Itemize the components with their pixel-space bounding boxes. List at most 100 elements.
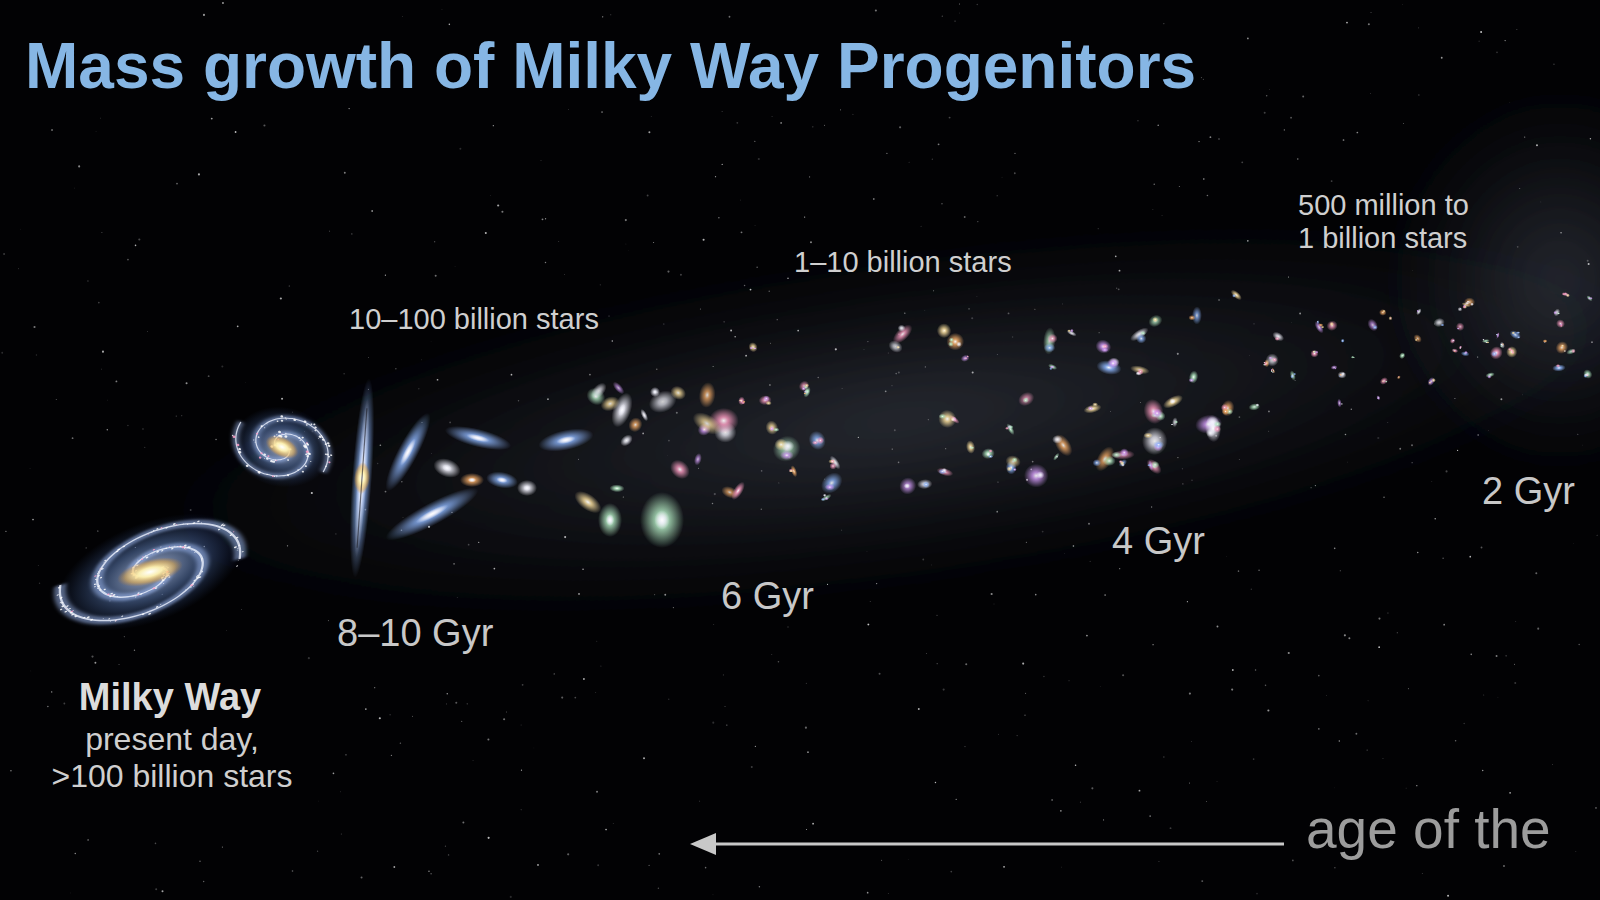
arm-star bbox=[285, 417, 286, 418]
star bbox=[578, 593, 580, 595]
star bbox=[699, 800, 701, 802]
galaxy bbox=[466, 432, 491, 444]
star bbox=[892, 448, 893, 449]
star bbox=[1302, 96, 1304, 98]
galaxy bbox=[943, 329, 947, 333]
star bbox=[608, 316, 609, 317]
arm-star bbox=[58, 586, 61, 588]
star bbox=[434, 241, 435, 242]
star bbox=[365, 708, 367, 710]
star bbox=[190, 509, 192, 511]
arm-star bbox=[254, 442, 255, 443]
star bbox=[1268, 411, 1270, 413]
arm-star bbox=[140, 593, 143, 595]
star bbox=[1284, 129, 1285, 130]
galaxy bbox=[1415, 307, 1423, 316]
star bbox=[714, 493, 716, 495]
star bbox=[1505, 655, 1506, 656]
star bbox=[1399, 448, 1401, 450]
star bbox=[489, 195, 491, 197]
arm-stars bbox=[52, 533, 215, 645]
star bbox=[1269, 89, 1271, 91]
galaxy bbox=[1482, 339, 1485, 341]
star bbox=[1088, 523, 1090, 525]
galaxy bbox=[1012, 457, 1018, 462]
star bbox=[377, 463, 379, 465]
arm-star bbox=[298, 437, 300, 439]
star bbox=[1163, 23, 1165, 25]
galaxy bbox=[1092, 443, 1118, 474]
star bbox=[1226, 556, 1228, 558]
galaxy bbox=[1269, 357, 1273, 360]
arm-star bbox=[117, 548, 120, 550]
glow-corner bbox=[1380, 80, 1600, 480]
galaxy bbox=[821, 498, 826, 501]
star bbox=[428, 870, 430, 872]
star bbox=[1509, 792, 1511, 794]
star bbox=[807, 751, 809, 753]
arm-star bbox=[182, 546, 185, 549]
galaxy bbox=[1449, 337, 1456, 345]
star bbox=[623, 497, 624, 498]
galaxy bbox=[825, 484, 835, 491]
star bbox=[810, 241, 812, 243]
star bbox=[127, 259, 129, 261]
star bbox=[545, 262, 546, 263]
star bbox=[597, 864, 599, 866]
arm-star bbox=[190, 586, 192, 588]
star bbox=[448, 854, 449, 855]
star bbox=[1442, 557, 1444, 559]
star bbox=[344, 172, 346, 174]
arm-star bbox=[184, 548, 186, 550]
star bbox=[340, 791, 342, 793]
star bbox=[777, 319, 778, 320]
star bbox=[1268, 430, 1270, 432]
star bbox=[55, 399, 57, 401]
galaxy bbox=[1432, 317, 1445, 329]
arm-star bbox=[236, 444, 239, 447]
star bbox=[1, 352, 3, 354]
galaxy bbox=[738, 396, 746, 405]
star bbox=[1098, 228, 1099, 229]
spiral-arm-glow bbox=[252, 413, 334, 473]
star bbox=[1247, 240, 1249, 242]
star bbox=[511, 374, 513, 376]
galaxy bbox=[468, 478, 476, 483]
star bbox=[1182, 468, 1183, 469]
star bbox=[941, 203, 943, 205]
galaxy bbox=[789, 464, 798, 477]
galaxy bbox=[1351, 357, 1353, 359]
galaxy bbox=[1431, 378, 1435, 382]
galaxy bbox=[765, 401, 771, 406]
star bbox=[374, 687, 375, 688]
galaxy bbox=[1022, 462, 1050, 489]
star bbox=[582, 568, 584, 570]
arm-star bbox=[97, 588, 99, 589]
star bbox=[1238, 459, 1240, 461]
arm-star bbox=[190, 584, 193, 587]
star bbox=[520, 724, 522, 726]
arm-star bbox=[99, 589, 101, 591]
galaxy bbox=[1313, 320, 1326, 335]
star bbox=[1575, 851, 1577, 853]
star bbox=[467, 703, 468, 704]
star bbox=[402, 516, 404, 518]
galaxy bbox=[666, 456, 693, 483]
star bbox=[1238, 570, 1240, 572]
star bbox=[1411, 444, 1413, 446]
galaxy bbox=[1451, 348, 1459, 354]
star bbox=[756, 267, 757, 268]
star bbox=[1370, 12, 1372, 14]
star bbox=[345, 754, 346, 755]
star bbox=[700, 309, 701, 310]
star bbox=[1115, 256, 1117, 258]
star bbox=[147, 331, 149, 333]
galaxy bbox=[1553, 308, 1562, 318]
star bbox=[654, 594, 656, 596]
galaxy bbox=[1051, 431, 1076, 459]
arm-star bbox=[97, 573, 99, 574]
arm-star bbox=[308, 455, 309, 456]
star bbox=[1482, 770, 1483, 771]
arm-star bbox=[60, 597, 62, 599]
